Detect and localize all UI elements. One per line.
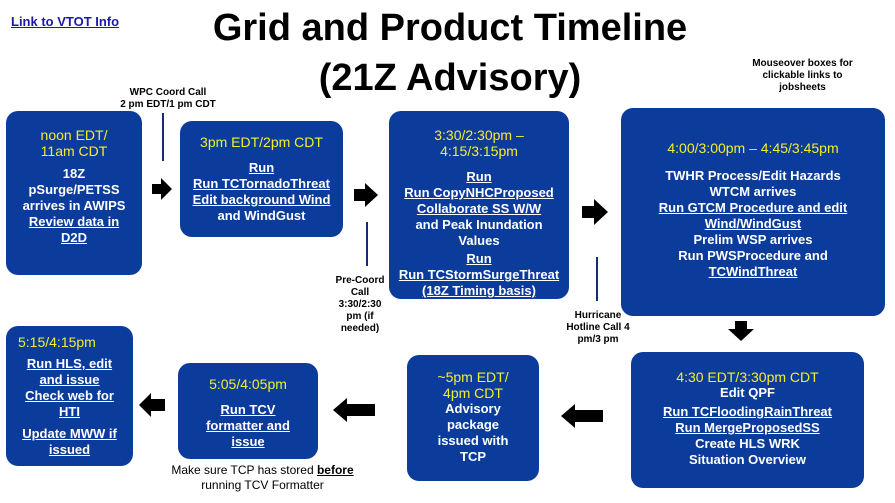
box-400-time: 4:00/3:00pm – 4:45/3:45pm xyxy=(667,140,839,156)
tcwindthreat-link[interactable]: TCWindThreat xyxy=(708,264,798,279)
box-noon-text: 18Z pSurge/PETSS arrives in AWIPS xyxy=(22,166,126,213)
box-505-time: 5:05/4:05pm xyxy=(209,376,287,392)
run-gtcm-link[interactable]: Run GTCM Procedure and edit Wind/WindGus… xyxy=(658,200,848,231)
wtcm-text: WTCM arrives xyxy=(709,184,797,199)
box-515[interactable]: 5:15/4:15pm Run HLS, edit and issue Chec… xyxy=(6,326,133,466)
page-title: Grid and Product Timeline xyxy=(212,7,688,49)
run-copynhcproposed-link[interactable]: Run Run CopyNHCProposed xyxy=(389,169,569,201)
copynhc-run: Run xyxy=(466,169,492,184)
box-515-time: 5:15/4:15pm xyxy=(18,334,96,350)
hotline-note: Hurricane Hotline Call 4 pm/3 pm xyxy=(566,310,630,345)
tcp-before-bold: before xyxy=(316,463,354,477)
box-430[interactable]: 4:30 EDT/3:30pm CDT Edit QPF Run TCFlood… xyxy=(631,352,864,488)
run-tctornado-run: Run xyxy=(248,160,275,175)
page-subtitle: (21Z Advisory) xyxy=(318,57,582,99)
edit-wind-text: Edit background Wind and WindGust xyxy=(180,192,343,224)
run-tcstormsurgethreat-link[interactable]: Run Run TCStormSurgeThreat xyxy=(389,251,569,283)
review-d2d-link[interactable]: Review data in D2D xyxy=(28,214,120,245)
edit-qpf-text: Edit QPF xyxy=(720,385,775,400)
edit-background-wind-link[interactable]: Edit background Wind xyxy=(192,192,331,207)
box-3pm-time: 3pm EDT/2pm CDT xyxy=(200,134,323,150)
box-330-time: 3:30/2:30pm – 4:15/3:15pm xyxy=(434,127,524,159)
box-5pm-time: ~5pm EDT/ 4pm CDT xyxy=(437,369,509,401)
collaborate-ss-link[interactable]: Collaborate SS W/W xyxy=(416,201,542,216)
check-web-hti-link[interactable]: Check web for HTI xyxy=(25,388,114,419)
peak-inundation-text: and Peak Inundation Values xyxy=(415,217,543,248)
arrow-left-2 xyxy=(333,398,375,422)
arrow-right-1 xyxy=(152,178,172,200)
timing-basis-link[interactable]: (18Z Timing basis) xyxy=(422,283,536,298)
box-noon-time: noon EDT/ 11am CDT xyxy=(40,127,108,159)
run-mergeproposedss-link[interactable]: Run MergeProposedSS xyxy=(675,420,820,435)
run-tctornado-name: Run TCTornadoThreat xyxy=(193,176,330,191)
box-noon[interactable]: noon EDT/ 11am CDT 18Z pSurge/PETSS arri… xyxy=(6,111,142,275)
prelim-wsp-text: Prelim WSP arrives xyxy=(693,232,813,247)
box-5pm[interactable]: ~5pm EDT/ 4pm CDT Advisory package issue… xyxy=(407,355,539,481)
precoord-note: Pre-Coord Call 3:30/2:30 pm (if needed) xyxy=(335,275,385,334)
wpc-call-note: WPC Coord Call 2 pm EDT/1 pm CDT xyxy=(108,87,228,111)
vtot-info-link[interactable]: Link to VTOT Info xyxy=(11,14,120,29)
run-tcv-formatter-link[interactable]: Run TCV formatter and issue xyxy=(206,402,290,449)
update-mww-link[interactable]: Update MWW if issued xyxy=(22,426,117,457)
arrow-right-2 xyxy=(354,183,378,207)
wpc-call-line xyxy=(162,113,164,161)
run-tctornadothreat-link[interactable]: Run Run TCTornadoThreat xyxy=(180,160,343,192)
stormsurge-run: Run xyxy=(466,251,492,266)
arrow-left-1 xyxy=(561,404,603,428)
arrow-down xyxy=(728,321,754,341)
copynhc-name: Run CopyNHCProposed xyxy=(404,185,554,200)
box-400[interactable]: 4:00/3:00pm – 4:45/3:45pm TWHR Process/E… xyxy=(621,108,885,316)
run-tcfloodingrain-link[interactable]: Run TCFloodingRainThreat xyxy=(663,404,832,419)
box-330[interactable]: 3:30/2:30pm – 4:15/3:15pm Run Run CopyNH… xyxy=(389,111,569,299)
arrow-left-3 xyxy=(139,393,165,417)
tcp-before-note: Make sure TCP has stored before running … xyxy=(150,463,375,493)
mouseover-note: Mouseover boxes for clickable links to j… xyxy=(752,58,853,93)
tcp-before-1: Make sure TCP has stored xyxy=(171,463,317,477)
hotline-line xyxy=(596,257,598,301)
box-3pm[interactable]: 3pm EDT/2pm CDT Run Run TCTornadoThreat … xyxy=(180,121,343,237)
run-hls-link[interactable]: Run HLS, edit and issue xyxy=(26,356,113,387)
wpc-call-label: WPC Coord Call xyxy=(129,87,207,98)
advisory-package-text: Advisory package issued with TCP xyxy=(437,401,509,464)
precoord-line xyxy=(366,222,368,266)
box-505[interactable]: 5:05/4:05pm Run TCV formatter and issue xyxy=(178,363,318,459)
run-pws-text: Run PWSProcedure and xyxy=(678,248,828,263)
stormsurge-name: Run TCStormSurgeThreat xyxy=(398,267,560,282)
box-430-time: 4:30 EDT/3:30pm CDT xyxy=(676,369,819,385)
tcp-before-2: running TCV Formatter xyxy=(201,478,324,492)
wpc-call-time: 2 pm EDT/1 pm CDT xyxy=(120,99,216,110)
situation-overview-text: Situation Overview xyxy=(688,452,807,467)
windgust-text: and WindGust xyxy=(217,208,306,223)
arrow-right-3 xyxy=(582,199,608,225)
twhr-text: TWHR Process/Edit Hazards xyxy=(665,168,841,183)
create-hls-text: Create HLS WRK xyxy=(695,436,800,451)
